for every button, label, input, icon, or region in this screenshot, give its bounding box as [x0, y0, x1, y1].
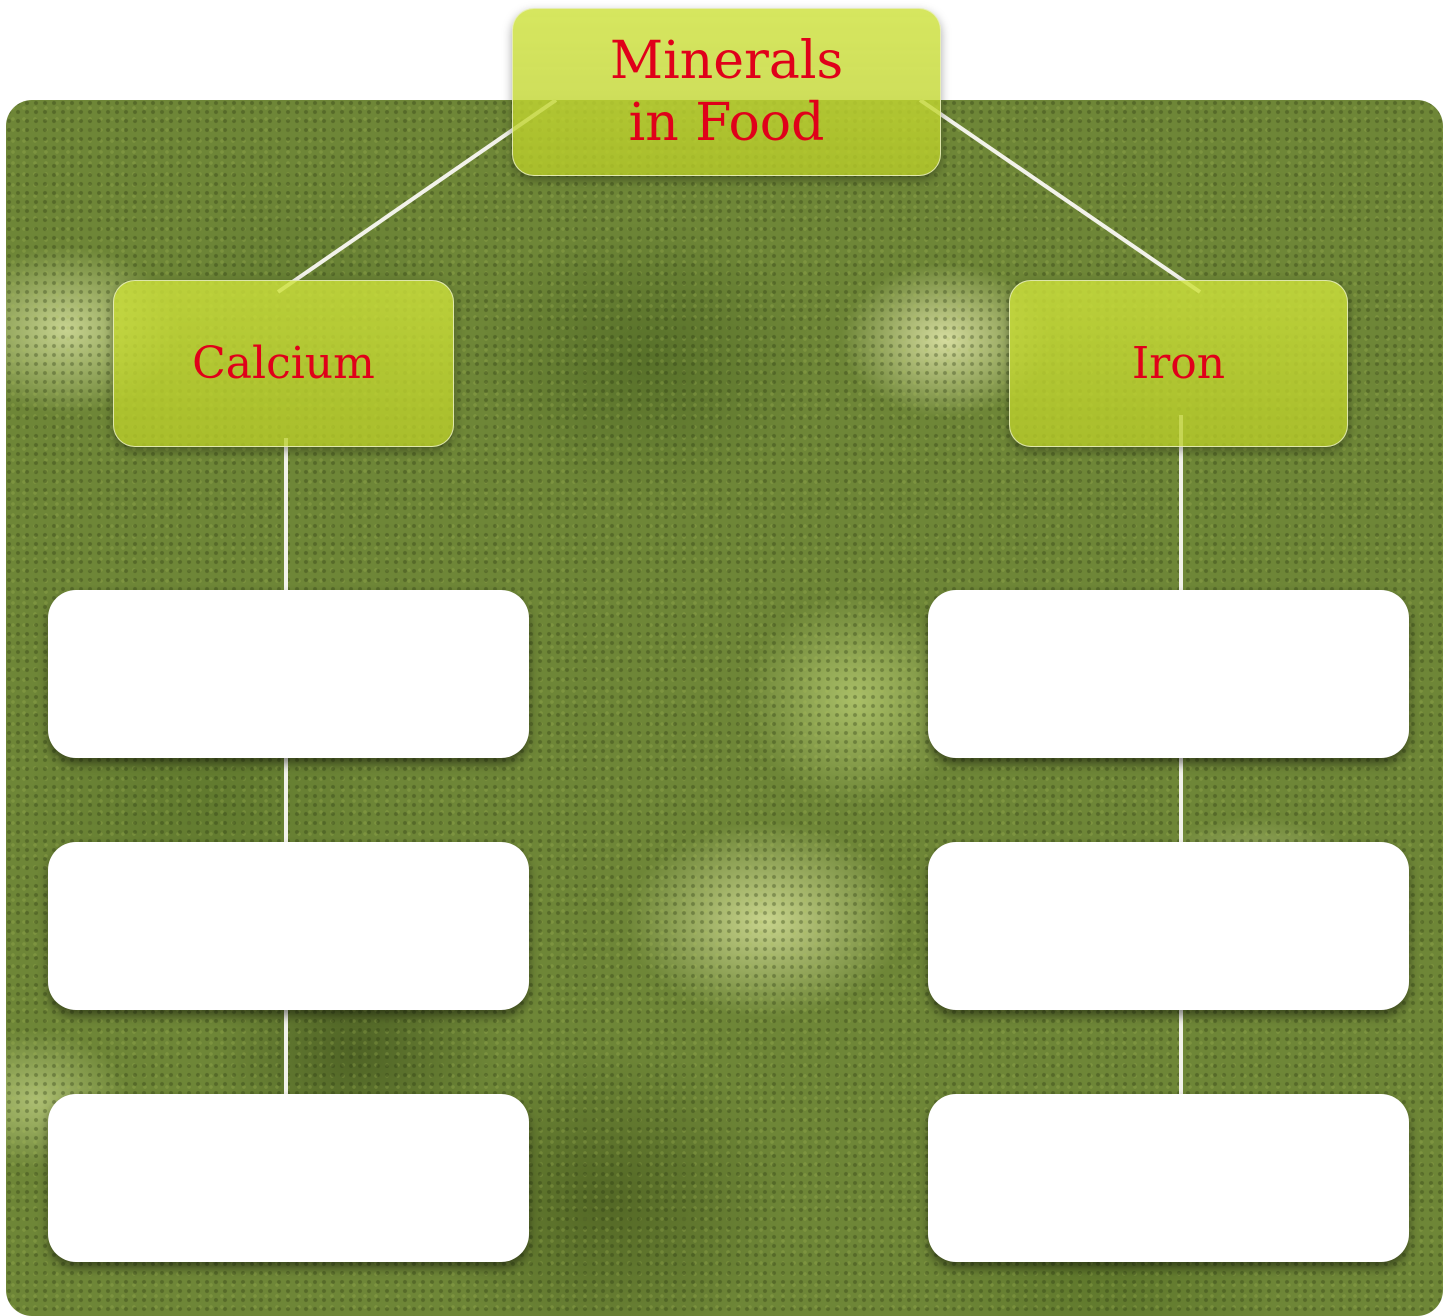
root-title-line1: Minerals — [610, 30, 843, 92]
calcium-answer-box-3[interactable] — [48, 1094, 529, 1262]
calcium-answer-box-2[interactable] — [48, 842, 529, 1010]
root-title-line2: in Food — [610, 92, 843, 154]
calcium-answer-box-1[interactable] — [48, 590, 529, 758]
root-node-minerals-in-food: Minerals in Food — [512, 8, 941, 176]
iron-answer-box-1[interactable] — [928, 590, 1409, 758]
iron-answer-box-3[interactable] — [928, 1094, 1409, 1262]
branch-label-calcium: Calcium — [192, 338, 375, 389]
branch-node-iron: Iron — [1009, 280, 1348, 447]
branch-node-calcium: Calcium — [113, 280, 454, 447]
iron-answer-box-2[interactable] — [928, 842, 1409, 1010]
branch-label-iron: Iron — [1132, 338, 1225, 389]
